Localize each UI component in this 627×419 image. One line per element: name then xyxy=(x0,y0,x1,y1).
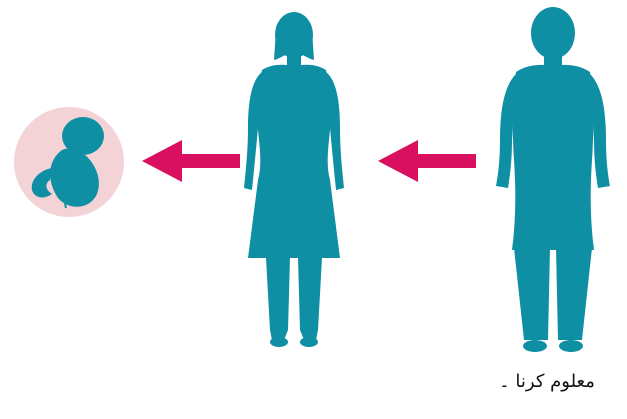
arrow-man-to-woman xyxy=(378,140,476,182)
arrow-woman-to-fetus xyxy=(142,140,240,182)
man-silhouette-icon xyxy=(496,7,610,352)
caption-text: معلوم کرنا ۔ xyxy=(482,366,612,398)
fetus-icon xyxy=(14,107,124,217)
woman-silhouette-icon xyxy=(244,12,344,347)
